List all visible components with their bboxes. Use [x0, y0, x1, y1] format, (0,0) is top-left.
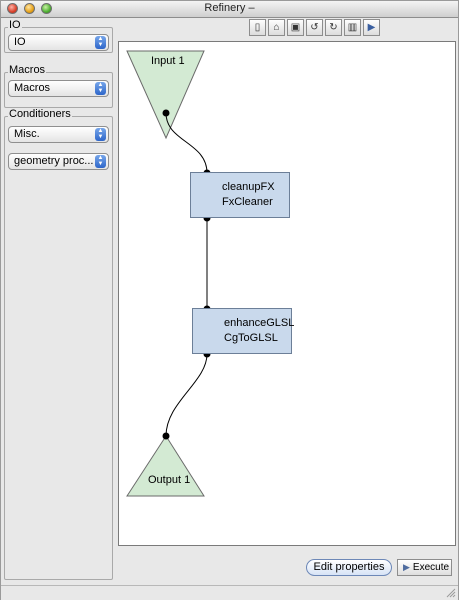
- execute-label: Execute: [412, 562, 450, 573]
- minimize-window-button[interactable]: [24, 3, 35, 14]
- node-cleanupfx[interactable]: cleanupFX FxCleaner: [190, 172, 290, 218]
- macros-select[interactable]: Macros ▲▼: [8, 80, 109, 97]
- open-icon[interactable]: ⌂: [268, 19, 285, 36]
- node-type: FxCleaner: [222, 196, 273, 208]
- select-arrows-icon: ▲▼: [95, 82, 106, 95]
- execute-button[interactable]: ▶Execute: [397, 559, 452, 576]
- edge-input-to-cleanup: [165, 112, 208, 174]
- edit-properties-button[interactable]: Edit properties: [306, 559, 392, 576]
- io-select[interactable]: IO ▲▼: [8, 34, 109, 51]
- select-arrows-icon: ▲▼: [95, 128, 106, 141]
- node-type: CgToGLSL: [224, 332, 278, 344]
- node-name: cleanupFX: [222, 181, 275, 193]
- output-triangle[interactable]: [126, 435, 205, 497]
- node-enhanceglsl[interactable]: enhanceGLSL CgToGLSL: [192, 308, 295, 354]
- select-arrows-icon: ▲▼: [95, 155, 106, 168]
- select-arrows-icon: ▲▼: [95, 36, 106, 49]
- play-icon: ▶: [403, 562, 410, 572]
- io-group: IO IO ▲▼: [4, 19, 113, 53]
- input-port[interactable]: [162, 109, 170, 117]
- node-name: enhanceGLSL: [224, 317, 295, 329]
- input-triangle[interactable]: [126, 50, 205, 140]
- io-group-label: IO: [8, 19, 22, 31]
- sidebar: IO IO ▲▼ Macros Macros ▲▼ Conditioners M…: [4, 19, 114, 580]
- output-label: Output 1: [148, 474, 191, 486]
- new-document-icon[interactable]: ▯: [249, 19, 266, 36]
- macros-group-label: Macros: [8, 64, 47, 76]
- conditioners-item-select[interactable]: geometry proc... ▲▼: [8, 153, 109, 170]
- status-bar: [1, 585, 458, 600]
- macros-select-value: Macros: [14, 82, 51, 94]
- output-port[interactable]: [162, 432, 170, 440]
- conditioners-category-select[interactable]: Misc. ▲▼: [8, 126, 109, 143]
- conditioners-group: Conditioners Misc. ▲▼ geometry proc... ▲…: [4, 108, 113, 580]
- resize-grip-icon[interactable]: [446, 588, 456, 598]
- conditioners-item-value: geometry proc...: [14, 155, 94, 167]
- redo-icon[interactable]: ↻: [325, 19, 342, 36]
- graph-edges: [126, 50, 211, 497]
- conditioners-category-value: Misc.: [14, 128, 40, 140]
- edge-enhance-to-output: [165, 353, 208, 437]
- graph-canvas[interactable]: Input 1 Output 1 cleanupFX FxCleaner enh…: [118, 41, 456, 546]
- save-icon[interactable]: ▣: [287, 19, 304, 36]
- macros-group: Macros Macros ▲▼: [4, 64, 113, 108]
- title-bar[interactable]: Refinery –: [1, 1, 458, 18]
- zoom-window-button[interactable]: [41, 3, 52, 14]
- play-icon[interactable]: ▶: [363, 19, 380, 36]
- conditioners-group-label: Conditioners: [8, 108, 72, 120]
- window-title: Refinery –: [204, 2, 255, 14]
- undo-icon[interactable]: ↺: [306, 19, 323, 36]
- close-window-button[interactable]: [7, 3, 18, 14]
- trash-icon[interactable]: ▥: [344, 19, 361, 36]
- io-select-value: IO: [14, 36, 26, 48]
- input-label: Input 1: [151, 55, 185, 67]
